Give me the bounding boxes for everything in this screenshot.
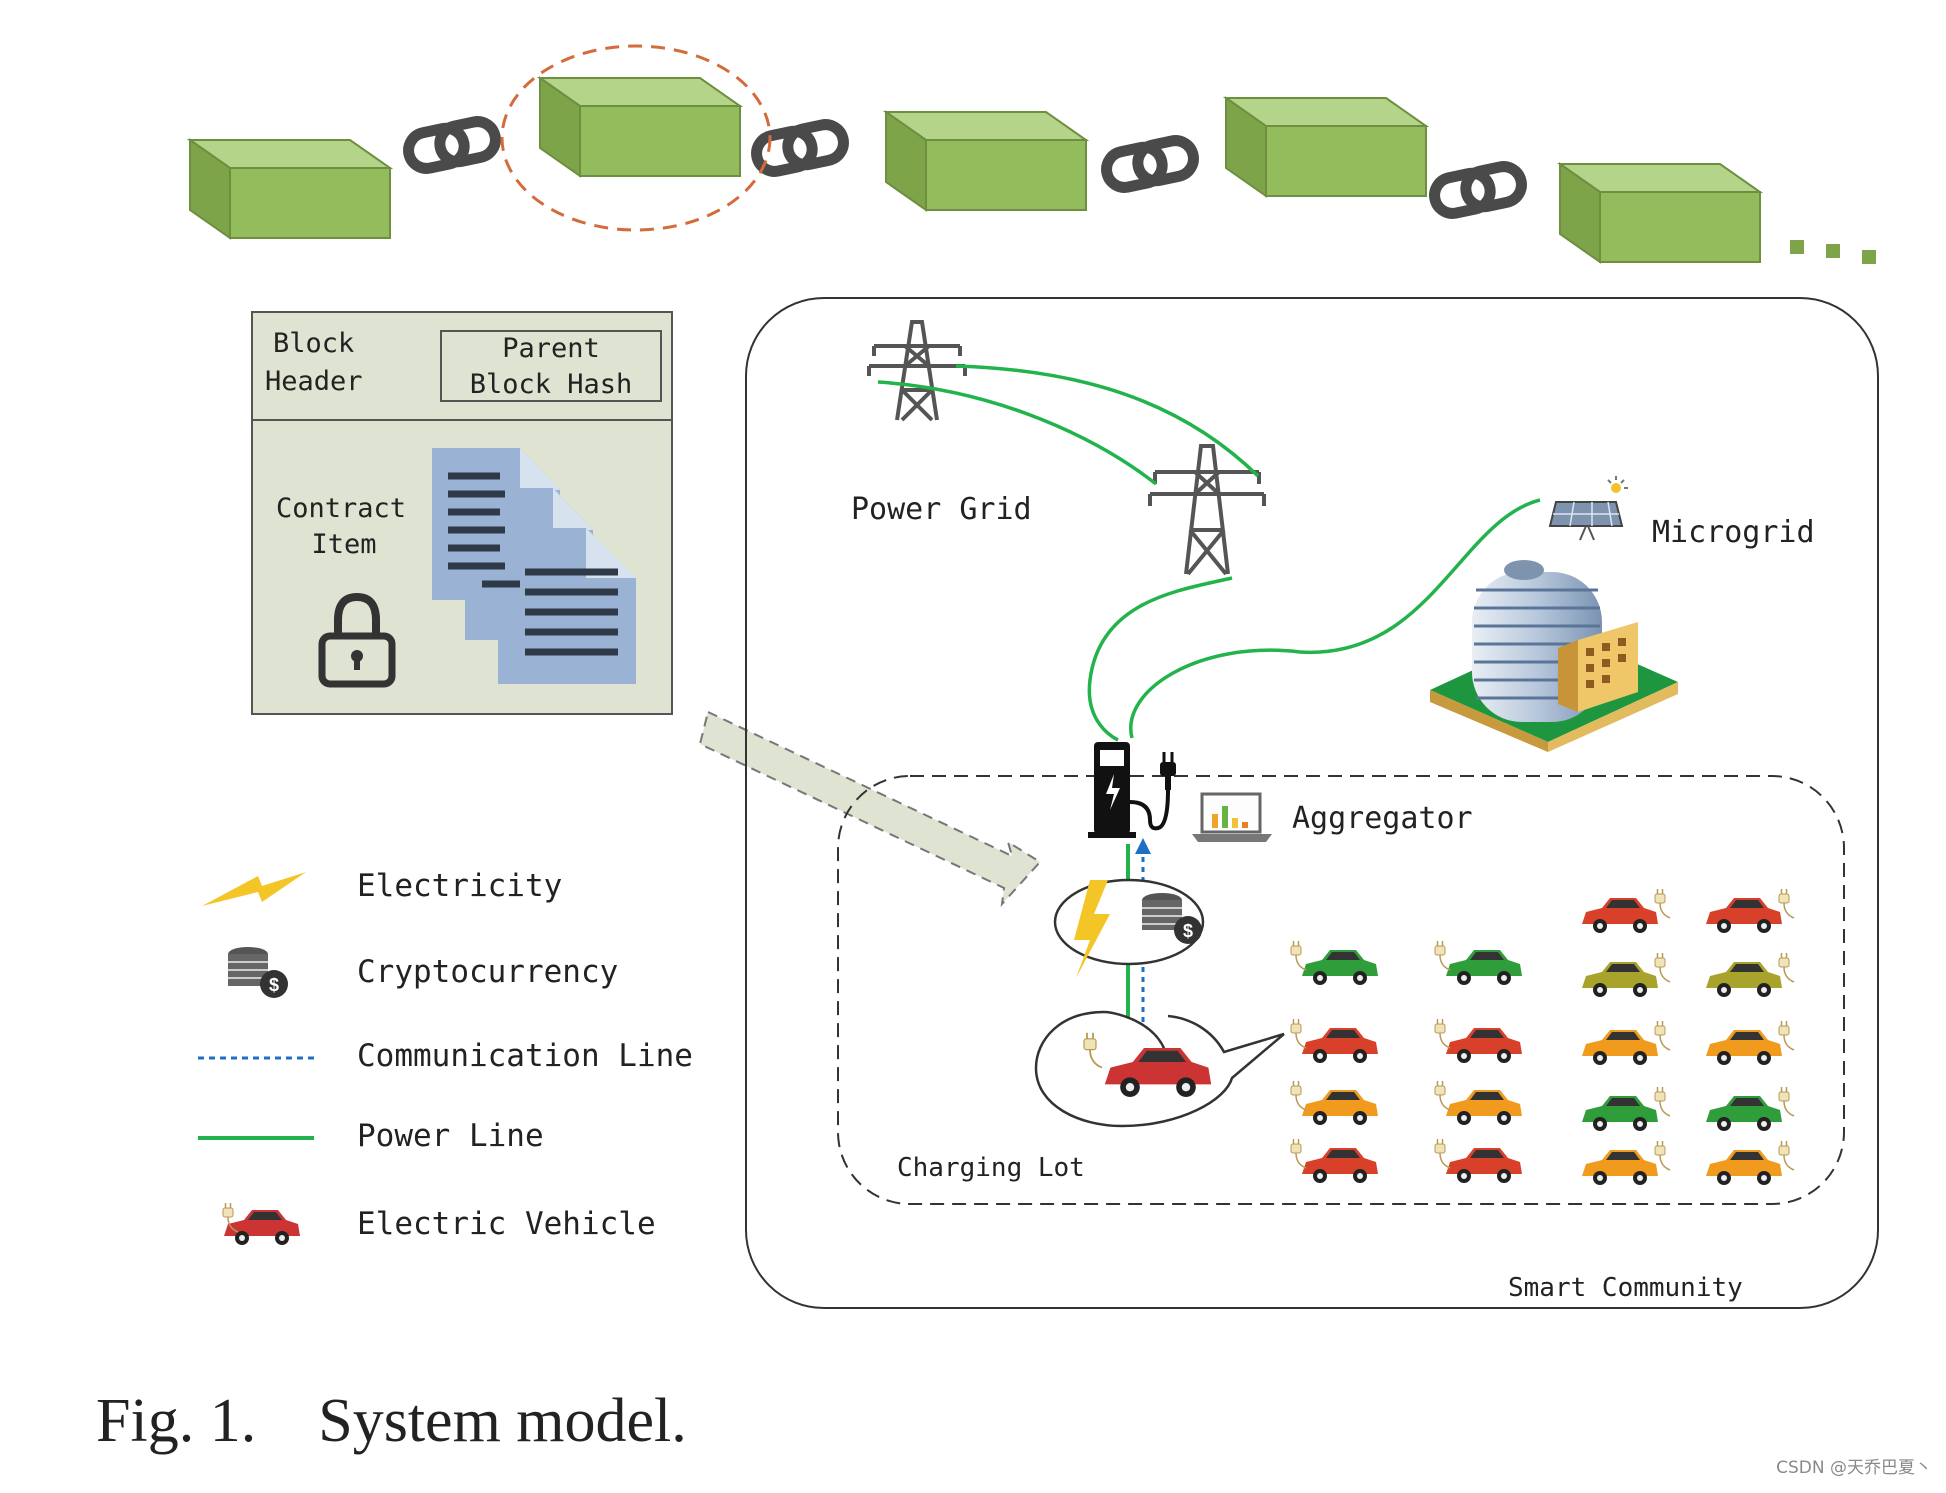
caption-text: System model. [318,1387,687,1455]
block-detail-panel: Block Header Parent Block Hash Contract … [251,311,673,715]
chain-link-icon [1431,163,1525,217]
parent-hash-box [440,330,662,402]
lightning-icon [1074,880,1110,978]
parked-car-icon [1290,1018,1378,1063]
parked-car-icon [1582,1086,1671,1131]
parked-car-icon [1434,940,1522,985]
contract-item-label-1: Contract [276,493,406,524]
legend-communication-label: Communication Line [357,1038,693,1074]
chain-link-icon [753,121,847,175]
parked-car-icon [1434,1018,1522,1063]
legend-cryptocurrency-label: Cryptocurrency [357,954,618,990]
contract-item-label-2: Item [311,529,376,560]
smart-community-label: Smart Community [1508,1273,1743,1303]
chain-link-icon [405,118,499,172]
parked-car-icon [1582,952,1671,997]
microgrid-building-icon [1430,560,1678,752]
lock-icon [318,592,396,688]
ellipsis-dot [1826,244,1840,258]
parent-hash-label-2: Block Hash [470,369,633,400]
block-icon [1556,162,1764,264]
transmission-tower-icon [867,320,967,422]
highlighted-block-ring [500,44,772,232]
ellipsis-dot [1862,250,1876,264]
legend-ev-label: Electric Vehicle [357,1206,656,1242]
block-icon [186,138,394,240]
parked-car-icon [1706,1020,1795,1065]
figure-caption: Fig. 1. System model. [96,1386,687,1457]
charging-lot-label: Charging Lot [897,1153,1085,1183]
legend-lightning-icon [202,872,306,906]
watermark: CSDN @天乔巴夏丶 [1776,1458,1932,1478]
parked-car-icon [1290,1138,1378,1183]
microgrid-label: Microgrid [1652,515,1815,550]
chain-link-icon [1103,137,1197,191]
caption-label: Fig. 1. [96,1387,257,1455]
charging-lot-boundary [837,775,1845,1205]
block-icon [536,76,744,178]
blockchain [186,44,1876,264]
parked-car-icon [1582,888,1671,933]
parked-car-icon [1706,952,1795,997]
transmission-tower-icon [1148,444,1266,576]
smart-community-boundary [745,297,1879,1309]
parked-car-icon [1706,1086,1795,1131]
parked-car-icon [1582,1140,1671,1185]
power-lines [877,364,1541,742]
coins-icon: $ [1142,893,1202,944]
charging-station-icon [1088,742,1176,838]
solar-panel-icon [1548,476,1628,541]
parked-car-icon [1582,1020,1671,1065]
laptop-icon [1192,792,1272,842]
parked-car-icon [1706,888,1795,933]
parked-cars [1290,888,1795,1185]
parked-car-icon [1290,1080,1378,1125]
parked-car-icon [1290,940,1378,985]
document-stack-icon [432,448,636,684]
block-icon [1222,96,1430,198]
legend: $ Electricity Cryptocurrency Communicati… [198,868,693,1245]
parked-car-icon [1706,1140,1795,1185]
block-header-label-1: Block [273,328,354,359]
legend-coins-icon: $ [228,947,288,998]
block-icon [882,110,1090,212]
aggregator-label: Aggregator [1292,801,1473,836]
detail-arrow [698,710,1042,908]
ellipsis-dot [1790,240,1804,254]
parked-car-icon [1434,1138,1522,1183]
power-grid-label: Power Grid [851,492,1032,527]
block-header-label-2: Header [265,366,363,397]
svg-text:$: $ [269,975,279,995]
parked-car-icon [1434,1080,1522,1125]
legend-car-icon [224,1210,300,1245]
svg-text:$: $ [1183,921,1193,941]
legend-power-line-label: Power Line [357,1118,544,1154]
parent-hash-label-1: Parent [502,333,600,364]
legend-electricity-label: Electricity [357,868,562,904]
